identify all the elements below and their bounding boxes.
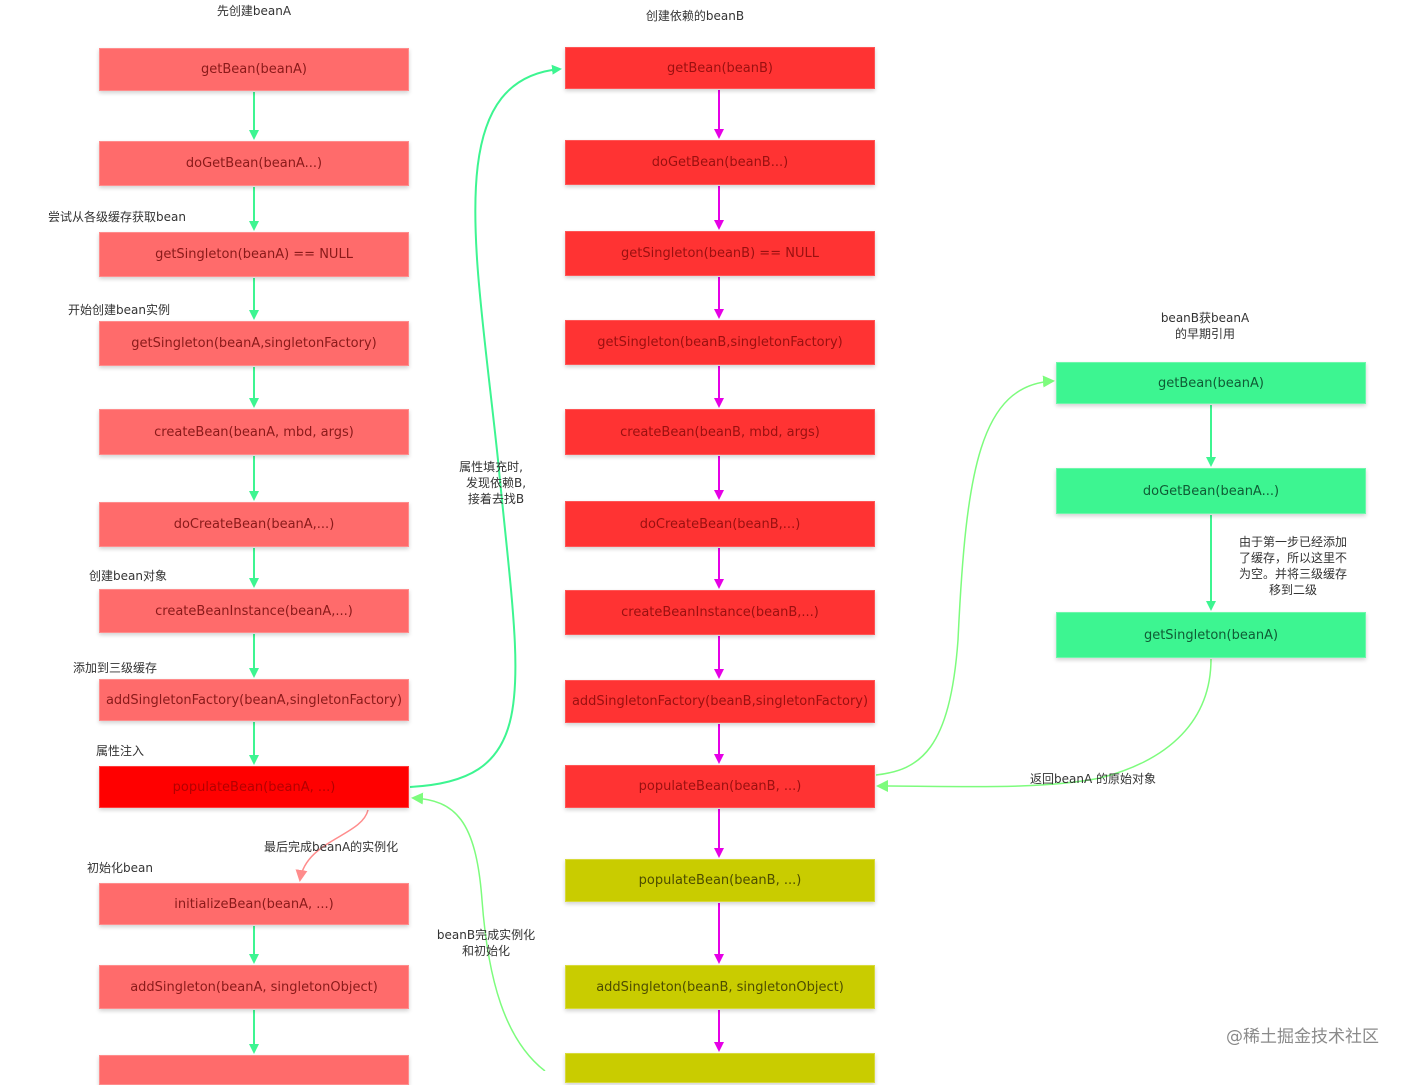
node-b-populatebean-done[interactable]: populateBean(beanB, ...) [565, 859, 875, 902]
header-col-b: 创建依赖的beanB [645, 9, 745, 23]
label-cache-note-line2: 了缓存，所以这里不 [1238, 551, 1347, 565]
node-a-addsingleton[interactable]: addSingleton(beanA, singletonObject) [99, 965, 409, 1009]
label-inject-props: 属性注入 [96, 744, 145, 758]
node-b-next-partial[interactable] [565, 1053, 875, 1083]
node-a-docreatebean[interactable]: doCreateBean(beanA,...) [99, 502, 409, 547]
label-found-dep-line3: 接着去找B [467, 492, 525, 506]
header-col-c-line2: 的早期引用 [1174, 327, 1235, 341]
label-found-dep-line2: 发现依赖B, [465, 476, 527, 490]
arrow-c-return-to-b [876, 658, 1212, 793]
node-a-getsingleton-factory[interactable]: getSingleton(beanA,singletonFactory) [99, 321, 409, 366]
node-a-getsingleton-null[interactable]: getSingleton(beanA) == NULL [99, 232, 409, 277]
header-col-c-line1: beanB获beanA [1160, 311, 1250, 325]
label-start-create: 开始创建bean实例 [68, 303, 170, 317]
label-beanb-done-line2: 和初始化 [461, 944, 510, 958]
label-found-dep-line1: 属性填充时, [459, 460, 523, 474]
node-b-populatebean[interactable]: populateBean(beanB, ...) [565, 765, 875, 808]
node-a-dogetbean[interactable]: doGetBean(beanA...) [99, 141, 409, 186]
node-b-getbean[interactable]: getBean(beanB) [565, 47, 875, 89]
label-init-bean: 初始化bean [87, 861, 153, 875]
node-b-addsingleton[interactable]: addSingleton(beanB, singletonObject) [565, 965, 875, 1009]
node-a-addsingletonfactory[interactable]: addSingletonFactory(beanA,singletonFacto… [99, 679, 409, 721]
node-c-getsingleton[interactable]: getSingleton(beanA) [1056, 612, 1366, 658]
arrow-a-to-b [409, 64, 562, 788]
node-a-next-partial[interactable] [99, 1055, 409, 1085]
label-try-cache: 尝试从各级缓存获取bean [48, 210, 186, 224]
label-cache-note-line1: 由于第一步已经添加 [1238, 535, 1347, 549]
arrow-b-done-to-a [411, 792, 546, 1071]
label-add-third-cache: 添加到三级缓存 [73, 661, 158, 675]
watermark: @稀土掘金技术社区 [1226, 1027, 1379, 1047]
node-b-addsingletonfactory[interactable]: addSingletonFactory(beanB,singletonFacto… [565, 680, 875, 723]
node-b-getsingleton-null[interactable]: getSingleton(beanB) == NULL [565, 231, 875, 276]
label-cache-note-line3: 为空。并将三级缓存 [1238, 567, 1347, 581]
node-a-createbean[interactable]: createBean(beanA, mbd, args) [99, 409, 409, 455]
header-col-a: 先创建beanA [216, 4, 292, 18]
node-a-getbean[interactable]: getBean(beanA) [99, 48, 409, 91]
node-a-initializebean[interactable]: initializeBean(beanA, ...) [99, 883, 409, 925]
node-a-createbeaninstance[interactable]: createBeanInstance(beanA,...) [99, 589, 409, 633]
label-finish-beana: 最后完成beanA的实例化 [264, 840, 399, 854]
label-cache-note-line4: 移到二级 [1268, 583, 1317, 597]
arrow-b-to-c [875, 375, 1055, 776]
node-b-dogetbean[interactable]: doGetBean(beanB...) [565, 140, 875, 185]
node-c-getbean[interactable]: getBean(beanA) [1056, 362, 1366, 404]
node-b-getsingleton-factory[interactable]: getSingleton(beanB,singletonFactory) [565, 320, 875, 365]
node-b-createbeaninstance[interactable]: createBeanInstance(beanB,...) [565, 590, 875, 635]
node-b-createbean[interactable]: createBean(beanB, mbd, args) [565, 409, 875, 455]
node-c-dogetbean[interactable]: doGetBean(beanA...) [1056, 468, 1366, 514]
node-a-populatebean[interactable]: populateBean(beanA, ...) [99, 766, 409, 808]
label-create-object: 创建bean对象 [89, 569, 167, 583]
arrow-a-finish [295, 809, 369, 882]
node-b-docreatebean[interactable]: doCreateBean(beanB,...) [565, 501, 875, 547]
label-beanb-done-line1: beanB完成实例化 [436, 928, 536, 942]
label-return-raw: 返回beanA 的原始对象 [1030, 772, 1156, 786]
